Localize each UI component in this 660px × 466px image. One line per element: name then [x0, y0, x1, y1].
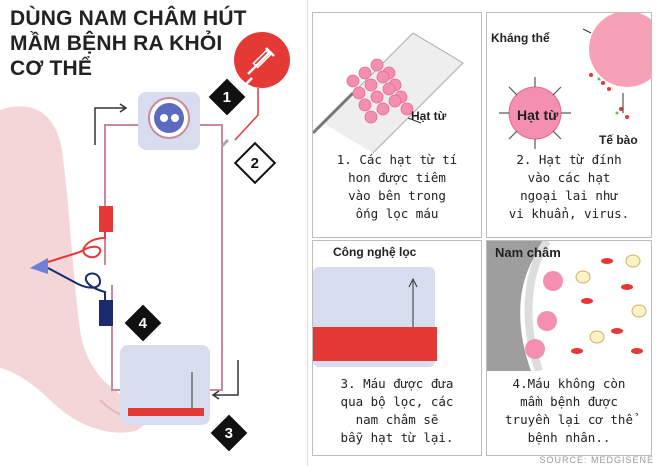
caption-step-1: 1. Các hạt từ tí hon được tiêm vào bên t… — [336, 152, 458, 221]
red-connector — [99, 206, 113, 232]
panel-step-2: Kháng thể Hạt từ Tế bào 2. Hạt từ đính v… — [486, 12, 652, 238]
caption-step-3: 3. Máu được đưa qua bộ lọc, các nam châm… — [340, 376, 454, 445]
panel-step-3: Công nghệ lọc 3. Máu được đưa qua bộ lọc… — [312, 240, 482, 456]
caption-step-4: 4.Máu không còn mầm bệnh được truyền lại… — [505, 376, 633, 445]
panel-step-1: Hạt từ 1. Các hạt từ tí hon được tiêm và… — [312, 12, 482, 238]
title-line-3: CƠ THỂ — [10, 57, 93, 80]
label-magnet: Nam châm — [495, 245, 561, 260]
blood-filtration-diagram — [0, 32, 290, 433]
filter-device — [120, 345, 210, 425]
arm — [0, 106, 147, 433]
particle-binding-illustration — [499, 13, 651, 149]
label-cell: Tế bào — [599, 133, 638, 147]
divider — [307, 0, 308, 466]
label-magnetic-particle: Hạt từ — [411, 109, 447, 123]
panel-step-4: Nam châm 4.Máu không còn mầm bệnh được t… — [486, 240, 652, 456]
magnetic-particles-illustration — [313, 32, 464, 153]
cell-icon — [589, 13, 651, 87]
magnet-icon — [487, 241, 547, 371]
particle-icon — [346, 58, 414, 124]
antibody-icon — [499, 77, 571, 149]
filter-technology-illustration — [313, 267, 437, 367]
label-magnetic-particle-2: Hạt từ — [517, 107, 559, 123]
caption-step-2: 2. Hạt từ đính vào các hạt ngoại lai như… — [508, 152, 630, 221]
title-line-2: MẦM BỆNH RA KHỎI — [10, 32, 223, 55]
label-antibody: Kháng thể — [491, 31, 550, 45]
source-credit: SOURCE: MEDGISENE — [539, 455, 654, 465]
magnet-capture-illustration — [487, 241, 647, 371]
navy-connector — [99, 300, 113, 326]
pump-icon — [154, 103, 184, 133]
page-title: DÙNG NAM CHÂM HÚT MẦM BỆNH RA KHỎI CƠ TH… — [10, 6, 247, 81]
label-filter-technology: Công nghệ lọc — [333, 245, 417, 259]
title-line-1: DÙNG NAM CHÂM HÚT — [10, 7, 247, 30]
